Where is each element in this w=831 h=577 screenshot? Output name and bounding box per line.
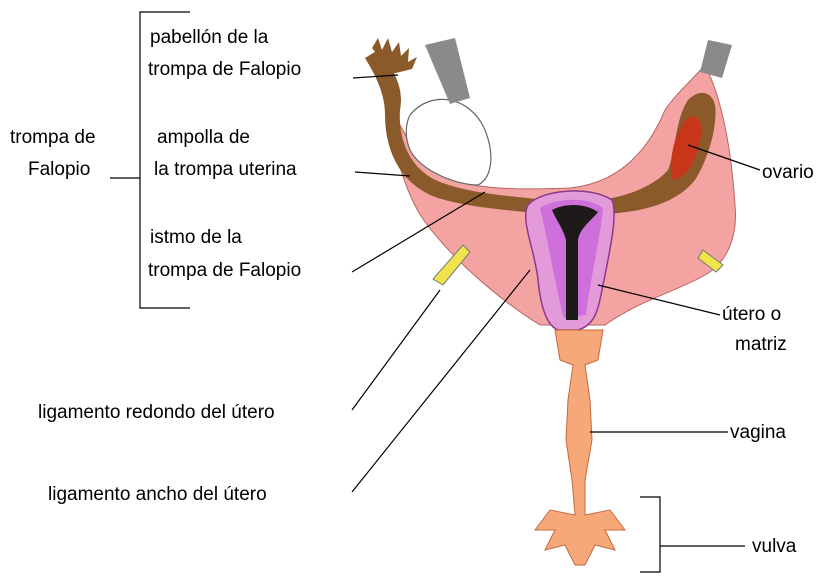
left-clamp <box>425 38 470 104</box>
leader-lig-redondo <box>352 290 440 410</box>
label-ovario: ovario <box>762 162 814 183</box>
label-trompa-line2: Falopio <box>28 159 90 180</box>
label-istmo-line2: trompa de Falopio <box>148 260 301 281</box>
label-vagina: vagina <box>730 422 786 443</box>
right-clamp <box>700 40 732 78</box>
label-ampolla-line1: ampolla de <box>157 127 250 148</box>
label-ampolla-line2: la trompa uterina <box>154 159 297 180</box>
label-istmo-line1: istmo de la <box>150 227 242 248</box>
vagina-shape <box>535 330 625 565</box>
label-pabellon-line2: trompa de Falopio <box>148 59 301 80</box>
leader-lig-ancho <box>352 270 530 492</box>
label-pabellon-line1: pabellón de la <box>150 27 269 48</box>
label-lig-redondo: ligamento redondo del útero <box>38 402 275 423</box>
label-trompa-line1: trompa de <box>10 127 96 148</box>
label-lig-ancho: ligamento ancho del útero <box>48 484 267 505</box>
label-utero-line1: útero o <box>722 304 781 325</box>
bracket-vulva <box>640 497 660 572</box>
label-vulva: vulva <box>752 536 797 557</box>
label-utero-line2: matriz <box>735 334 787 355</box>
